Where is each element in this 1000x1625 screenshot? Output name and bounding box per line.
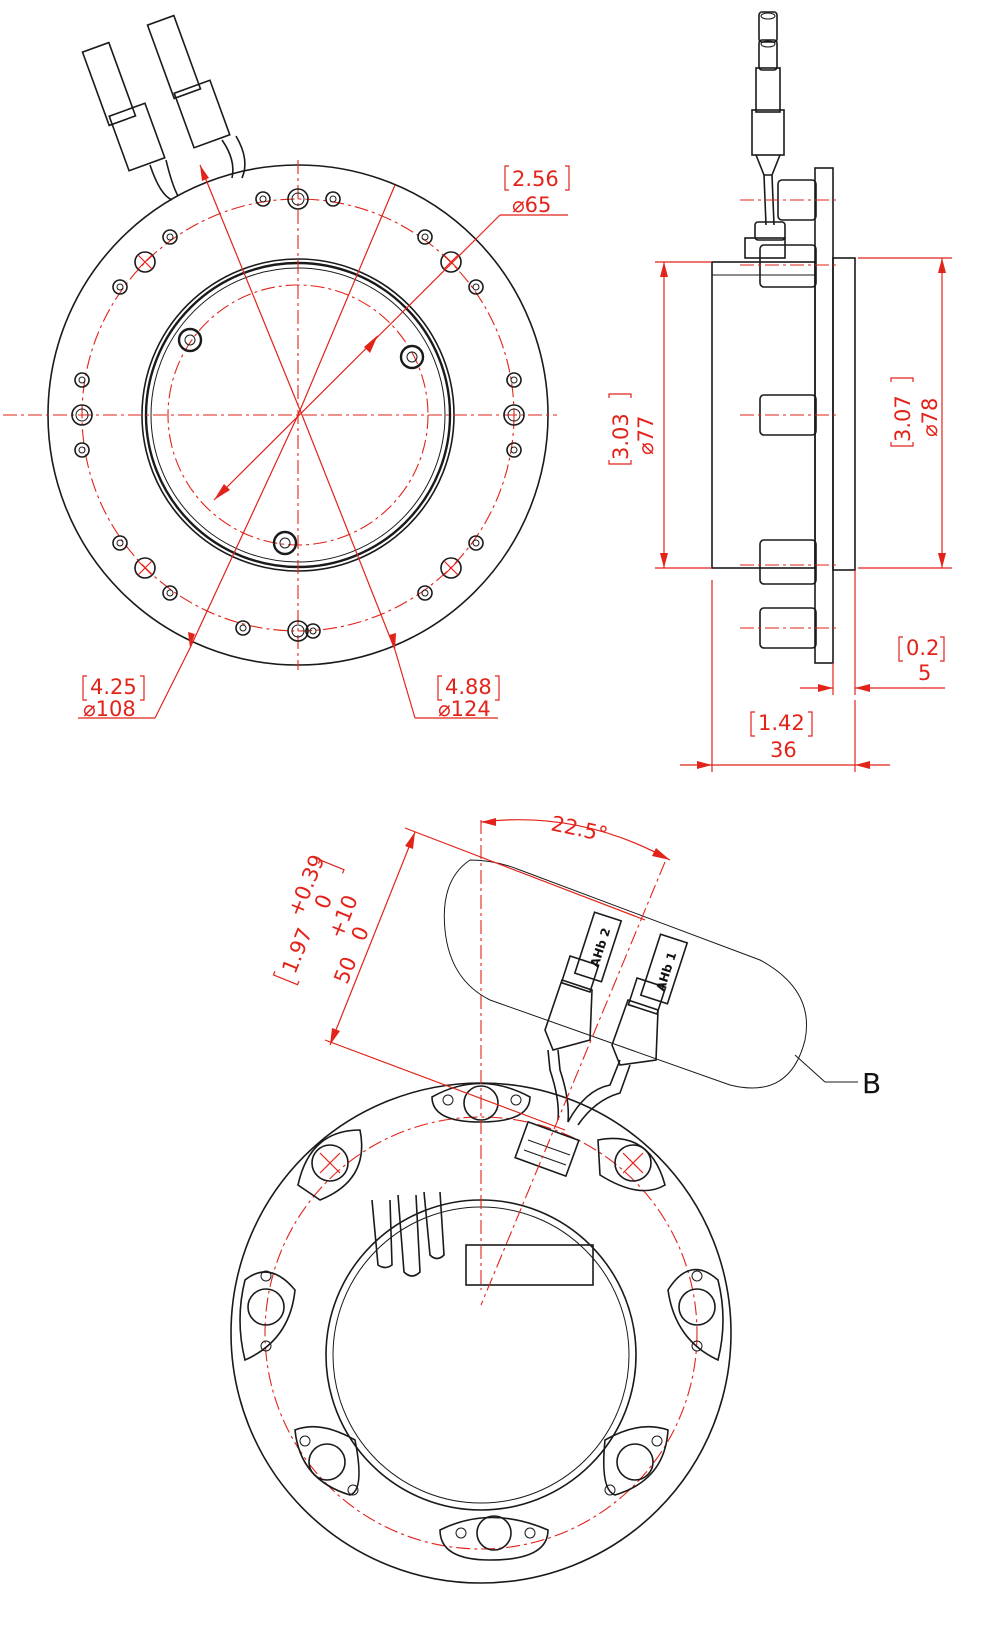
svg-text:0: 0 bbox=[347, 923, 374, 944]
detail-b-label: B bbox=[862, 1067, 881, 1100]
side-cable-leads bbox=[744, 11, 786, 259]
dim-78-mm: ⌀78 bbox=[918, 398, 942, 437]
connector-2-label: AHb 2 bbox=[588, 926, 614, 969]
dim-65-inch: 2.56 bbox=[512, 167, 559, 191]
front-bolt-holes bbox=[71, 188, 525, 642]
back-label-plate bbox=[465, 1244, 594, 1286]
front-bolt-circle-65 bbox=[167, 284, 429, 546]
dim-5-inch: 0.2 bbox=[906, 636, 939, 660]
front-cable-leads bbox=[81, 14, 246, 201]
dim-36-mm: 36 bbox=[770, 738, 797, 762]
cable-length-dimension: 1.97 +0.39 0 50 +10 0 bbox=[272, 851, 374, 987]
svg-text:50: 50 bbox=[329, 953, 361, 987]
back-connectors: AHb 2 AHb 1 bbox=[544, 911, 689, 1066]
dim-36-inch: 1.42 bbox=[758, 711, 805, 735]
dim-65-mm: ⌀65 bbox=[512, 193, 551, 217]
dim-124-mm: ⌀124 bbox=[438, 697, 491, 721]
back-cable-gland bbox=[514, 1049, 631, 1178]
connector-1-label: AHb 1 bbox=[654, 950, 680, 993]
dim-108-mm: ⌀108 bbox=[83, 697, 136, 721]
angle-22-5: 22.5° bbox=[549, 811, 610, 846]
svg-text:1.97: 1.97 bbox=[277, 925, 317, 977]
side-view: 3.03 ⌀77 3.07 ⌀78 0.2 5 1.42 36 bbox=[608, 11, 952, 772]
front-bolt-circle-108 bbox=[81, 198, 515, 632]
back-lug-mounts bbox=[239, 1082, 724, 1561]
back-view: AHb 2 AHb 1 B 22.5° 1.97 +0.39 0 50 +1 bbox=[230, 811, 881, 1584]
back-bolt-circle bbox=[264, 1116, 698, 1550]
dim-108-inch: 4.25 bbox=[90, 675, 137, 699]
front-inner-screws bbox=[177, 327, 425, 556]
dim-77-inch: 3.03 bbox=[609, 413, 633, 460]
dim-124-inch: 4.88 bbox=[445, 675, 492, 699]
dim-5-mm: 5 bbox=[918, 661, 931, 685]
front-view: 2.56 ⌀65 4.25 ⌀108 4.88 ⌀124 bbox=[3, 14, 570, 721]
side-bolts bbox=[759, 179, 817, 649]
dim-77-mm: ⌀77 bbox=[634, 416, 658, 455]
detail-b-outline bbox=[443, 859, 807, 1089]
dim-78-inch: 3.07 bbox=[891, 395, 915, 442]
